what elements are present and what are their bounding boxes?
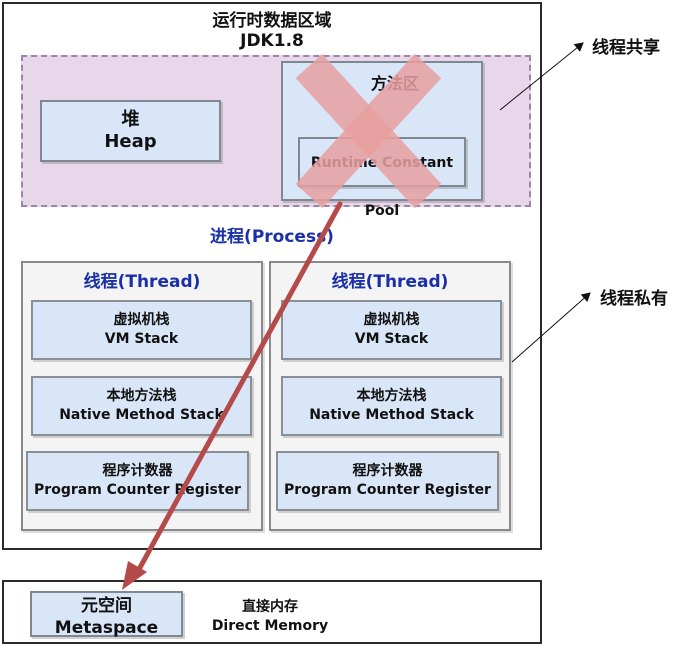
native-stack-label-cn: 本地方法栈 — [356, 388, 427, 404]
native-method-stack-2: 本地方法栈 Native Method Stack — [281, 376, 502, 436]
vm-stack-label-cn: 虚拟机栈 — [363, 312, 420, 328]
heap-label-cn: 堆 — [121, 109, 140, 130]
vm-stack-2: 虚拟机栈 VM Stack — [281, 300, 502, 360]
pc-register-2: 程序计数器 Program Counter Register — [276, 451, 499, 511]
pc-register-label-en: Program Counter Register — [34, 482, 241, 498]
runtime-title: 运行时数据区域 — [212, 11, 332, 31]
pc-register-label-cn: 程序计数器 — [102, 463, 173, 479]
native-stack-label-cn: 本地方法栈 — [106, 388, 177, 404]
thread-private-callout: 线程私有 — [600, 289, 668, 309]
native-stack-label-en: Native Method Stack — [59, 407, 224, 423]
metaspace-label-cn: 元空间 — [81, 596, 132, 616]
heap-label-en: Heap — [104, 131, 157, 152]
thread-title-1: 线程(Thread) — [83, 272, 201, 292]
cross-out-icon — [295, 53, 442, 209]
vm-stack-label-en: VM Stack — [104, 331, 179, 347]
vm-stack-label-en: VM Stack — [354, 331, 429, 347]
metaspace-label-en: Metaspace — [54, 618, 159, 638]
pc-register-label-en: Program Counter Register — [284, 482, 491, 498]
thread-title-2: 线程(Thread) — [331, 272, 449, 292]
direct-memory-label-cn: 直接内存 — [242, 599, 298, 615]
native-stack-label-en: Native Method Stack — [309, 407, 474, 423]
jdk-version: JDK1.8 — [240, 31, 304, 51]
direct-memory-label: 直接内存 Direct Memory — [200, 598, 340, 636]
thread-shared-pointer — [499, 42, 584, 111]
migration-arrow — [122, 201, 343, 590]
thread-private-pointer — [511, 292, 591, 363]
process-label: 进程(Process) — [210, 227, 334, 247]
direct-memory-label-en: Direct Memory — [211, 618, 329, 634]
pc-register-1: 程序计数器 Program Counter Register — [26, 451, 249, 511]
heap-box: 堆 Heap — [40, 100, 221, 162]
vm-stack-label-cn: 虚拟机栈 — [113, 312, 170, 328]
pc-register-label-cn: 程序计数器 — [352, 463, 423, 479]
vm-stack-1: 虚拟机栈 VM Stack — [31, 300, 252, 360]
metaspace-box: 元空间 Metaspace — [30, 591, 183, 638]
thread-shared-callout: 线程共享 — [592, 38, 660, 58]
